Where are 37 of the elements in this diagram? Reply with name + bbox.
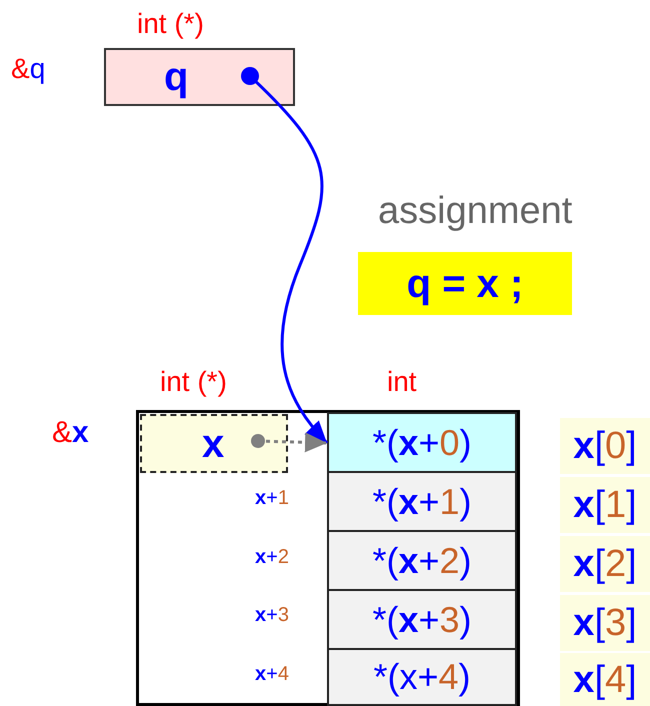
heading: assignment	[378, 192, 572, 230]
variable-box	[104, 48, 295, 106]
code-text: *(x+3)	[372, 602, 472, 638]
address-label: x+1	[255, 488, 289, 508]
code-text: x[1]	[573, 486, 637, 524]
code-text: x[4]	[573, 660, 637, 698]
type-label: int (*)	[160, 368, 227, 396]
array-cell	[327, 589, 517, 650]
address-label: &x	[52, 418, 89, 448]
type-label: int	[387, 368, 417, 396]
type-label: int (*)	[137, 10, 204, 38]
address-label: x+3	[255, 605, 289, 625]
array-frame	[136, 410, 520, 706]
code-text: x[0]	[573, 427, 637, 465]
code-text: *(x+1)	[372, 484, 472, 520]
code-text: x[2]	[573, 545, 637, 583]
index-label-box	[560, 536, 650, 592]
code-text: x[3]	[573, 604, 637, 642]
array-cell	[327, 530, 517, 591]
code-text: q = x ;	[406, 264, 524, 304]
array-cell	[327, 412, 517, 473]
address-label: &q	[11, 55, 46, 83]
index-label-box	[560, 418, 650, 474]
address-label: x+2	[255, 547, 289, 567]
code-text: *(x+2)	[372, 542, 472, 578]
array-cell	[327, 648, 517, 706]
code-text: x	[202, 424, 224, 464]
code-box	[358, 252, 572, 315]
index-label-box	[560, 653, 650, 706]
pointer-cell	[140, 414, 288, 473]
code-text: q	[164, 57, 188, 97]
index-label-box	[560, 477, 650, 533]
code-text: *(x+0)	[372, 424, 472, 460]
address-label: x+4	[255, 664, 289, 684]
code-text: *(x+4)	[373, 659, 471, 695]
array-cell	[327, 471, 517, 532]
index-label-box	[560, 595, 650, 651]
